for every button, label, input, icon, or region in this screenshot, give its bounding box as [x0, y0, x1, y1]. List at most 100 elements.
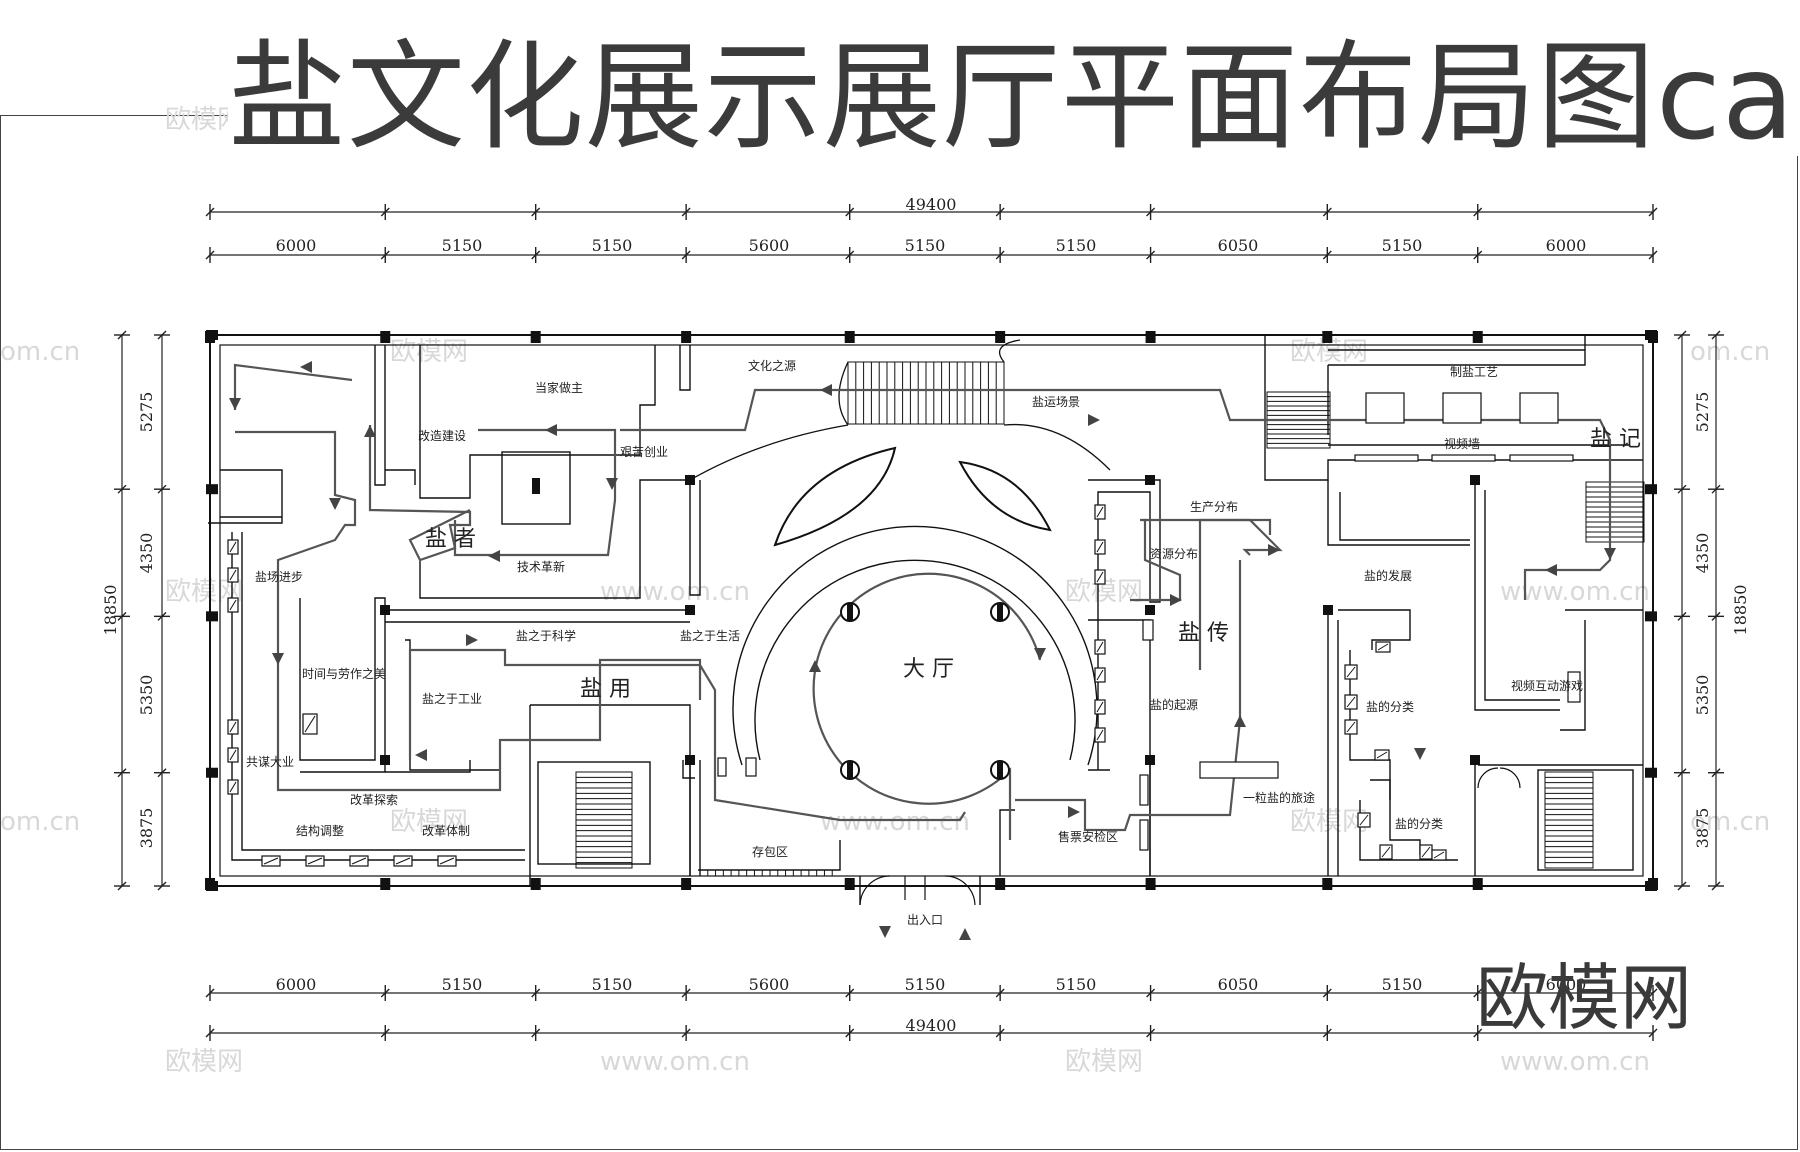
column-post	[1145, 605, 1155, 615]
boat-exhibits	[773, 446, 1052, 547]
dim-col-4: 5600	[749, 975, 790, 994]
dim-tick-slash	[380, 988, 390, 998]
dim-col-7: 6050	[1218, 236, 1259, 255]
dim-tick-slash	[1648, 1028, 1658, 1038]
zone-label: 当家做主	[535, 380, 583, 395]
column-post	[1645, 484, 1657, 495]
hatch-stroke	[229, 781, 237, 793]
dim-row-1: 5275	[137, 392, 156, 433]
zone-label: 盐的发展	[1364, 568, 1412, 583]
pillar-cores	[532, 478, 1003, 778]
dim-row-3: 5350	[137, 675, 156, 716]
watermark-edge: om.cn	[0, 337, 80, 367]
dim-tick-slash	[531, 207, 541, 217]
column-post	[1470, 755, 1480, 765]
dim-total-height-left: 18850	[101, 585, 120, 636]
dim-tick-slash	[1677, 484, 1687, 494]
column-post	[1645, 330, 1657, 340]
column-post	[206, 484, 218, 495]
interior-walls	[208, 335, 1643, 905]
dim-col-1: 6000	[276, 975, 317, 994]
dim-row-3: 5350	[1693, 675, 1712, 716]
dim-col-5: 5150	[905, 236, 946, 255]
dim-tick-slash	[117, 611, 127, 621]
hatch-stroke	[229, 541, 237, 553]
dim-col-2: 5150	[442, 236, 483, 255]
dim-col-4: 5600	[749, 236, 790, 255]
watermark-cn: 欧模网	[1290, 807, 1368, 837]
hall-pillars	[840, 602, 1010, 780]
zone-label: 时间与劳作之美	[302, 667, 386, 681]
zone-label: 盐的起源	[1150, 697, 1198, 712]
hall-curves	[689, 339, 1111, 481]
entrance-doors	[859, 767, 1521, 906]
hall-label-yanji: 盐 记	[1590, 427, 1641, 452]
dim-row-2: 4350	[137, 533, 156, 574]
hall-label-yanyong: 盐 用	[580, 677, 631, 702]
dim-tick-slash	[117, 484, 127, 494]
watermark-url: www.om.cn	[600, 1047, 750, 1077]
dim-tick-slash	[681, 207, 691, 217]
zone-labels: 当家做主 改造建设 艰苦创业 技术革新 盐场进步 时间与劳作之美 共谋大业 改革…	[246, 358, 1583, 927]
zone-label: 结构调整	[296, 823, 344, 838]
column-post	[681, 878, 692, 890]
dim-tick-slash	[1473, 207, 1483, 217]
zone-label: 盐的分类	[1395, 816, 1443, 831]
dim-tick-slash	[380, 250, 390, 260]
column-post	[380, 878, 391, 890]
dim-col-3: 5150	[592, 975, 633, 994]
zone-label: 改革体制	[422, 824, 470, 838]
drawing-title: 盐文化展示展厅平面布局图cad	[228, 38, 1800, 156]
dim-tick-slash	[1711, 484, 1721, 494]
dim-tick-slash	[157, 881, 167, 891]
column-post	[1645, 611, 1657, 622]
hatch-stroke	[1376, 751, 1388, 759]
hatch-stroke	[1377, 643, 1389, 651]
zone-label: 存包区	[752, 845, 788, 859]
hatch-stroke	[229, 569, 237, 581]
dim-tick-slash	[995, 988, 1005, 998]
dim-tick-slash	[681, 250, 691, 260]
zone-label: 改革探索	[350, 793, 398, 807]
hatch-stroke	[263, 857, 279, 865]
column-post	[1145, 331, 1156, 343]
hatch-stroke	[229, 749, 237, 761]
hall-label-yanchuan: 盐 传	[1178, 621, 1229, 646]
dim-tick-slash	[157, 484, 167, 494]
dimension-ticks	[114, 204, 1724, 1041]
zone-label: 盐运场景	[1032, 395, 1080, 409]
hatch-stroke	[1346, 721, 1356, 733]
column-post	[995, 331, 1006, 343]
dim-tick-slash	[157, 330, 167, 340]
zone-label: 制盐工艺	[1450, 365, 1498, 379]
watermark-cn: 欧模网	[390, 807, 468, 837]
hatch-stroke	[1096, 729, 1104, 741]
dim-tick-slash	[845, 207, 855, 217]
stairs	[575, 361, 1645, 869]
dim-tick-slash	[1677, 881, 1687, 891]
dim-tick-slash	[380, 1028, 390, 1038]
dim-tick-slash	[1648, 988, 1658, 998]
flow-arrows	[229, 361, 1616, 940]
hatch-stroke	[1359, 814, 1369, 826]
column-dimension-row-top: 6000 5150 5150 5600 5150 5150 6050 5150 …	[276, 236, 1587, 255]
zone-label: 共谋大业	[246, 755, 294, 769]
dim-tick-slash	[157, 768, 167, 778]
watermark-edge: om.cn	[1690, 337, 1770, 367]
dim-total-height-right: 18850	[1731, 585, 1750, 636]
dim-tick-slash	[1711, 611, 1721, 621]
dim-tick-slash	[1322, 250, 1332, 260]
zone-label: 资源分布	[1150, 547, 1198, 561]
column-post	[1322, 878, 1333, 890]
dim-tick-slash	[205, 207, 215, 217]
dim-tick-slash	[995, 1028, 1005, 1038]
column-post	[380, 331, 391, 343]
dim-tick-slash	[1677, 330, 1687, 340]
column-post	[681, 331, 692, 343]
hall-label-dating: 大 厅	[903, 657, 954, 682]
dim-col-5: 5150	[905, 975, 946, 994]
column-post	[1472, 331, 1483, 343]
watermark-url: www.om.cn	[1500, 577, 1650, 607]
dimension-lines	[121, 211, 1717, 1034]
